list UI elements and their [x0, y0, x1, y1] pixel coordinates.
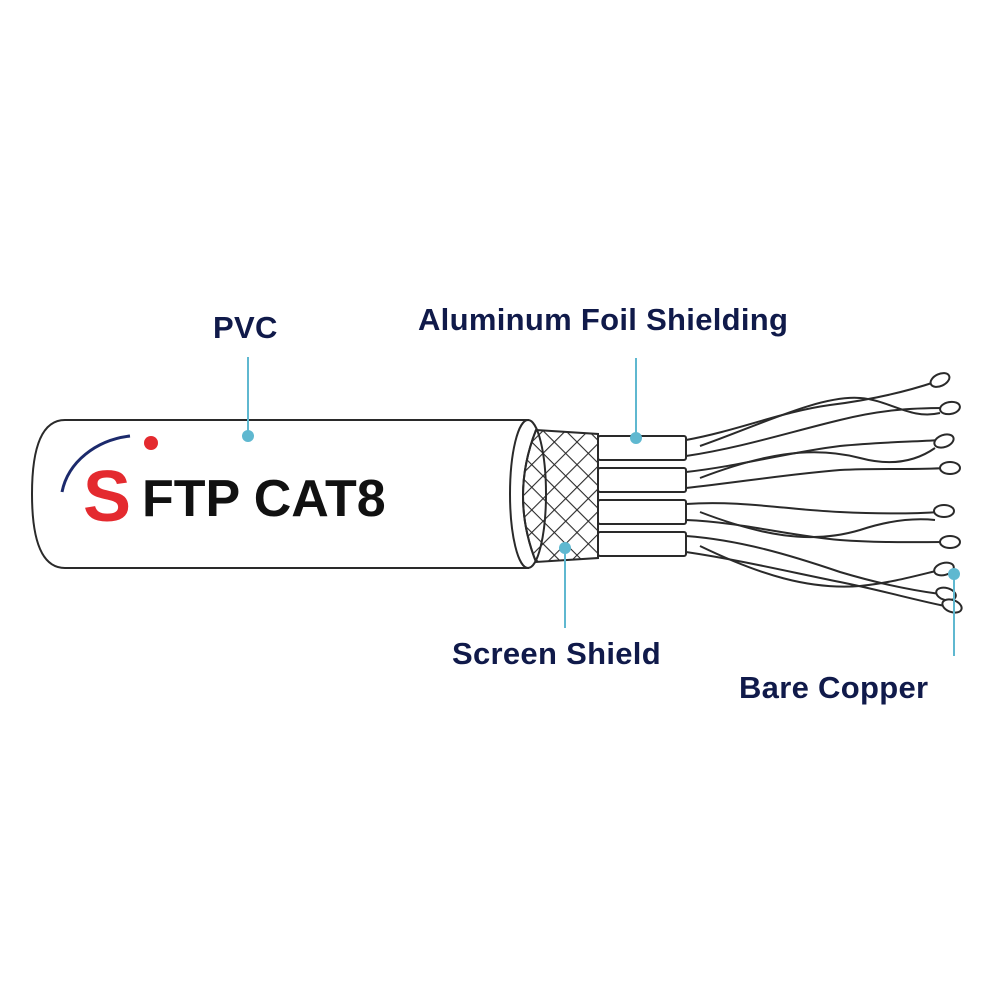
sftp-cat8-logo: S FTP CAT8: [60, 434, 386, 537]
logo-initial: S: [83, 457, 131, 537]
foil-shielding: [597, 435, 687, 557]
twisted-pairs: [685, 381, 946, 607]
logo-arc: [60, 434, 131, 493]
logo-dot: [144, 436, 158, 450]
screen-shield: [522, 428, 599, 564]
callouts: [242, 357, 960, 656]
screen-callout-dot: [559, 542, 571, 554]
screen-shield-label: Screen Shield: [452, 636, 661, 671]
bare-copper-label: Bare Copper: [739, 670, 929, 705]
bare-copper: [929, 372, 963, 614]
aluminum-foil-shielding-label: Aluminum Foil Shielding: [418, 302, 789, 337]
pvc-label: PVC: [213, 310, 278, 345]
copper-callout-dot: [948, 568, 960, 580]
logo-text: FTP CAT8: [142, 470, 386, 528]
pvc-callout-dot: [242, 430, 254, 442]
foil-callout-dot: [630, 432, 642, 444]
